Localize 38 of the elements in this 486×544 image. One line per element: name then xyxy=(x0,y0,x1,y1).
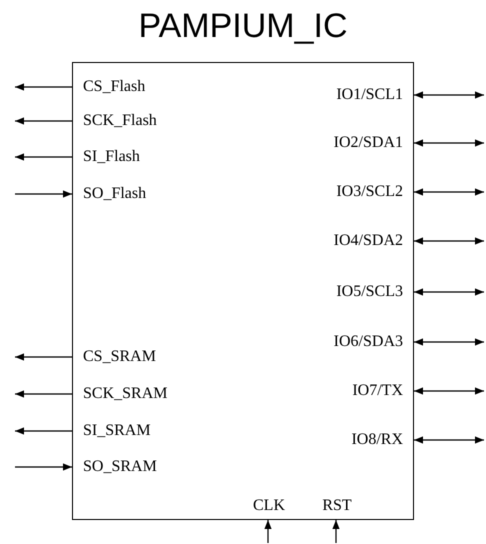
arrow xyxy=(414,288,484,296)
arrow xyxy=(414,436,484,444)
pin-label: IO7/TX xyxy=(352,381,413,401)
pin-label: CS_Flash xyxy=(73,77,146,97)
pin-label: IO4/SDA2 xyxy=(334,231,413,251)
chip-box xyxy=(72,62,414,520)
arrow xyxy=(414,387,484,395)
arrow xyxy=(414,188,484,196)
arrow xyxy=(15,190,72,198)
pin-label: IO8/RX xyxy=(351,430,413,450)
chip-title: PAMPIUM_IC xyxy=(137,6,349,46)
pin-label: SO_SRAM xyxy=(73,457,157,477)
pin-label: CS_SRAM xyxy=(73,347,156,367)
pin-label: IO6/SDA3 xyxy=(334,332,413,352)
pin-label: RST xyxy=(322,496,352,519)
arrow xyxy=(15,153,72,161)
arrow xyxy=(414,91,484,99)
arrow xyxy=(414,338,484,346)
pin-label: SI_Flash xyxy=(73,147,140,167)
pin-label: IO5/SCL3 xyxy=(336,282,413,302)
arrow xyxy=(15,117,72,125)
arrow xyxy=(264,520,272,543)
arrow xyxy=(15,83,72,91)
arrow xyxy=(414,237,484,245)
pin-label: IO3/SCL2 xyxy=(336,182,413,202)
pin-label: IO1/SCL1 xyxy=(336,85,413,105)
pin-label: SCK_SRAM xyxy=(73,384,168,404)
pin-label: CLK xyxy=(253,496,285,519)
arrow xyxy=(414,139,484,147)
arrow xyxy=(15,463,72,471)
arrow xyxy=(15,353,72,361)
pin-label: IO2/SDA1 xyxy=(334,133,413,153)
pin-label: SI_SRAM xyxy=(73,421,151,441)
arrow xyxy=(15,390,72,398)
arrow xyxy=(15,427,72,435)
pin-label: SCK_Flash xyxy=(73,111,157,131)
pin-label: SO_Flash xyxy=(73,184,146,204)
arrow xyxy=(332,520,340,543)
